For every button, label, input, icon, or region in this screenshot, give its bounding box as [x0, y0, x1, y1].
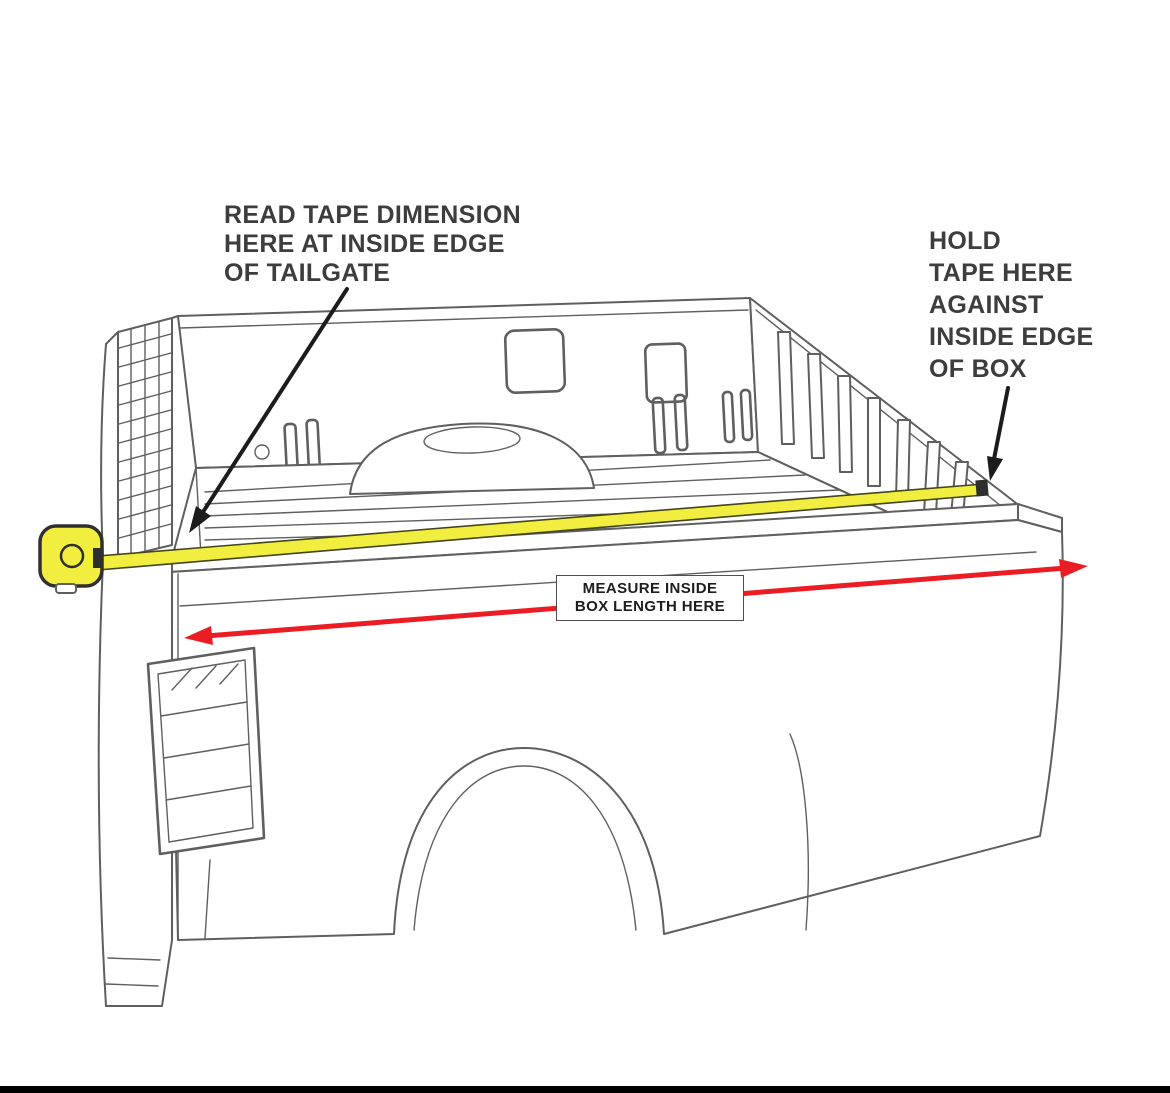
- measure-label-box: MEASURE INSIDE BOX LENGTH HERE: [556, 575, 744, 621]
- tailgate-grid-panel: [100, 315, 179, 561]
- hold-tape-annotation-line: OF BOX: [929, 355, 1027, 383]
- bumper-detail: [105, 957, 161, 987]
- read-tape-annotation-line: HERE AT INSIDE EDGE: [224, 230, 505, 258]
- right-annotation-arrow: [987, 386, 1010, 481]
- stake-pocket-slot: [643, 342, 689, 404]
- read-tape-annotation: READ TAPE DIMENSION HERE AT INSIDE EDGE …: [224, 201, 521, 288]
- taillight: [146, 646, 266, 939]
- red-arrowhead-left: [184, 626, 213, 645]
- bottom-bar: [0, 1086, 1170, 1093]
- measure-label-line1: MEASURE INSIDE: [582, 580, 718, 597]
- floor-dome: [349, 422, 595, 495]
- hold-tape-annotation: HOLD TAPE HERE AGAINST INSIDE EDGE OF BO…: [929, 225, 1093, 385]
- tape-hook: [975, 479, 989, 497]
- tie-down-cleats: [283, 388, 754, 488]
- body-crease: [789, 733, 809, 931]
- hold-tape-annotation-line: INSIDE EDGE: [929, 323, 1094, 351]
- tape-measure-icon: [38, 524, 104, 594]
- hold-tape-annotation-line: TAPE HERE: [929, 259, 1073, 287]
- left-annotation-arrow: [189, 287, 349, 533]
- read-tape-annotation-line: READ TAPE DIMENSION: [224, 201, 521, 229]
- truck-bed-drawing: [97, 297, 1064, 1007]
- tape-measure: [38, 479, 989, 594]
- red-arrowhead-right: [1059, 559, 1088, 578]
- hold-tape-annotation-line: HOLD: [929, 227, 1002, 255]
- slat-wall: [749, 297, 1017, 541]
- drain-hole: [254, 444, 270, 460]
- wheel-arch: [413, 765, 637, 931]
- measure-label-line2: BOX LENGTH HERE: [574, 598, 726, 615]
- read-tape-annotation-line: OF TAILGATE: [224, 259, 391, 287]
- hold-tape-annotation-line: AGAINST: [929, 291, 1044, 319]
- stake-pocket-slot: [503, 328, 567, 394]
